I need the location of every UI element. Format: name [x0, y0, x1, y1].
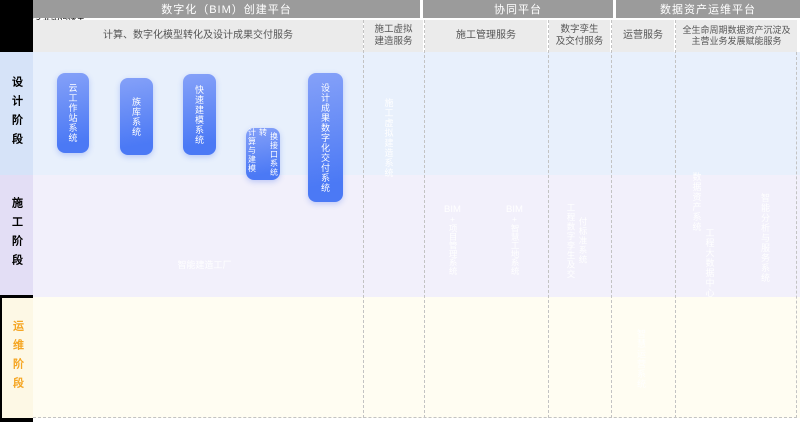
column-divider — [363, 20, 364, 418]
sidebar-phase-construction: 施工阶段 — [0, 175, 33, 295]
service-header-operation: 运营服务 — [612, 20, 674, 52]
node-cloud-workstation: 云工作站系统 — [57, 73, 89, 153]
phase-construction-label: 施工阶段 — [10, 197, 23, 273]
column-divider-right — [796, 52, 797, 418]
sidebar-phase-operation: 运维阶段 — [2, 298, 33, 418]
column-divider — [675, 20, 676, 418]
node-data-asset-line1: 数据资产系统 — [691, 172, 702, 232]
screen-corner-bottom-left — [0, 418, 33, 422]
band-operation — [33, 297, 800, 418]
bim-site-top: BIM — [506, 203, 523, 215]
node-smart-factory: 智能建造工厂 — [121, 251, 288, 278]
service-header-digital-twin: 数字孪生 及交付服务 — [549, 20, 610, 52]
node-digital-twin-line1: 工程数字孪生及交 — [566, 203, 576, 279]
bim-project-plus: + — [450, 214, 455, 225]
node-bim-site: BIM + 智慧工地系统 — [498, 197, 531, 283]
service-header-compute: 计算、数字化模型转化及设计成果交付服务 — [33, 20, 363, 52]
sidebar-black-strip — [0, 295, 33, 298]
node-digital-twin: 工程数字孪生及交 付标准系统 — [560, 196, 594, 282]
node-virtual-construction: 施工虚拟建造系统 — [372, 73, 406, 203]
node-calc-interface-line2: 换接口系统 — [269, 131, 279, 177]
screen-edge-left — [0, 298, 2, 422]
node-design-delivery: 设计成果数字化交付系统 — [308, 73, 343, 202]
node-rapid-modeling: 快速建模系统 — [183, 74, 216, 155]
node-intelligent-analysis-label: 智能分析与服务系统 — [760, 193, 770, 283]
service-header-lifecycle: 全生命周期数据资产沉淀及 主营业务发展赋能服务 — [676, 20, 797, 52]
node-rapid-modeling-label: 快速建模系统 — [194, 84, 204, 145]
band-design — [33, 52, 800, 175]
platform-header-collab: 协同平台 — [423, 0, 613, 18]
sidebar-phase-design: 设计阶段 — [0, 52, 33, 175]
node-data-asset-line2: 工程大数据中心 — [704, 228, 715, 298]
node-smart-operation: 智慧运营系统 — [625, 319, 658, 399]
node-family-library-label: 族库系统 — [131, 96, 141, 137]
node-cloud-workstation-label: 云工作站系统 — [67, 83, 78, 143]
bim-site-name: 智慧工地系统 — [510, 224, 521, 276]
phase-design-label: 设计阶段 — [10, 75, 23, 152]
column-divider — [424, 20, 425, 418]
phase-operation-label: 运维阶段 — [11, 320, 24, 396]
platform-header-bim: 数字化（BIM）创建平台 — [33, 0, 420, 18]
node-calc-interface: 计算与建模转 换接口系统 — [246, 128, 280, 180]
screen-corner-top-left — [0, 0, 33, 52]
column-divider — [548, 20, 549, 418]
bim-site-plus: + — [512, 214, 517, 225]
platform-header-data-asset: 数据资产运维平台 — [616, 0, 800, 18]
service-header-virtual-build: 施工虚拟 建造服务 — [364, 20, 423, 52]
node-family-library: 族库系统 — [120, 78, 153, 155]
bottom-divider — [33, 417, 797, 418]
band-construction — [33, 175, 800, 297]
node-digital-twin-line2: 付标准系统 — [578, 217, 588, 265]
service-header-constr-mgmt: 施工管理服务 — [425, 20, 547, 52]
node-virtual-construction-label: 施工虚拟建造系统 — [383, 98, 394, 178]
column-divider — [611, 20, 612, 418]
node-data-asset: 数据资产系统 工程大数据中心 — [687, 73, 720, 403]
node-intelligent-analysis: 智能分析与服务系统 — [749, 73, 782, 403]
node-calc-interface-line1: 计算与建模转 — [247, 128, 268, 173]
bim-project-top: BIM — [444, 203, 461, 215]
node-smart-operation-label: 智慧运营系统 — [636, 329, 646, 389]
node-bim-project: BIM + 项目管理系统 — [436, 197, 469, 283]
node-smart-factory-label: 智能建造工厂 — [177, 260, 232, 270]
bim-project-name: 项目管理系统 — [448, 224, 459, 276]
node-design-delivery-label: 设计成果数字化交付系统 — [320, 82, 330, 193]
